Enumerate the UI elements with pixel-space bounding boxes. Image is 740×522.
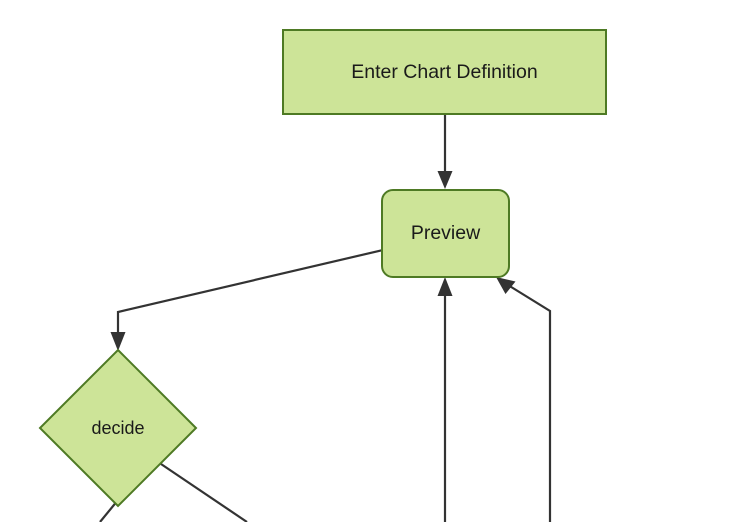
arrowhead-icon [496, 277, 516, 294]
node-label-preview: Preview [411, 222, 481, 244]
node-shape-rounded-rectangle [381, 189, 510, 278]
edge-bottom-center-to-preview [437, 277, 453, 522]
edge-bottom-right-to-preview [496, 277, 552, 522]
node-shape-rectangle [282, 29, 607, 115]
arrowhead-icon [110, 332, 126, 351]
arrowhead-icon [437, 277, 453, 296]
edge-layer [99, 114, 552, 522]
node-label-decide: decide [91, 418, 144, 438]
node-decide[interactable]: decide [38, 348, 198, 508]
node-enter-chart-definition[interactable]: Enter Chart Definition [282, 29, 607, 115]
edge-preview-to-decide [110, 248, 384, 351]
edge-line [160, 463, 248, 522]
edge-enter-to-preview [437, 114, 453, 189]
edge-line [116, 248, 384, 338]
arrowhead-icon [437, 171, 453, 189]
edge-decide-to-bottom-right [160, 463, 248, 522]
edge-line [507, 284, 552, 522]
node-preview[interactable]: Preview [381, 189, 510, 278]
node-layer: Enter Chart Definition Preview decide [38, 29, 607, 508]
node-label-enter-chart-definition: Enter Chart Definition [351, 61, 537, 83]
node-shape-diamond [38, 348, 198, 508]
